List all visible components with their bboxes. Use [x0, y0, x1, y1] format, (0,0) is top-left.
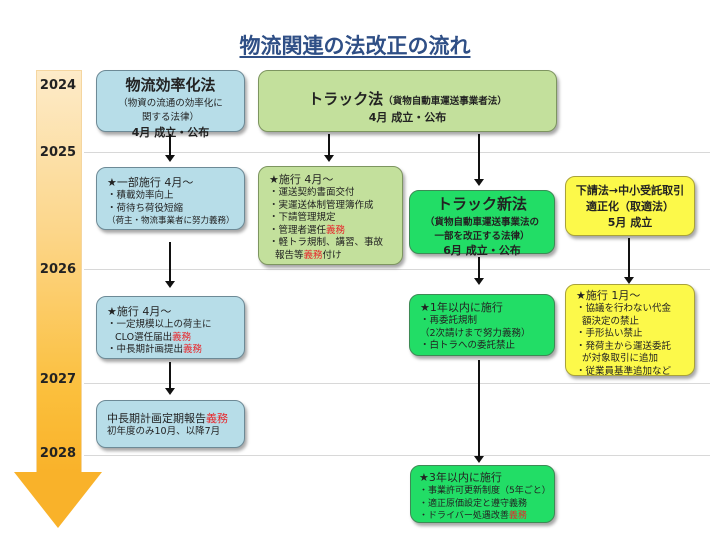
law-full-name: （貨物自動車運送事業法の — [424, 217, 539, 228]
phase-item: （荷主・物流事業者に努力義務） — [107, 216, 235, 226]
year-label: 2026 — [39, 262, 77, 277]
obligation-emphasis: 義務 — [508, 511, 527, 521]
phase-item: 付け — [322, 249, 342, 261]
law-status: 4月 成立・公布 — [131, 126, 210, 139]
flow-arrow — [165, 362, 175, 395]
truck-new-phase2-box: ★3年以内に施行 ・事業許可更新制度（5年ごと） ・適正原価設定と遵守義務 ・ド… — [410, 465, 555, 523]
phase-header: ★1年以内に施行 — [420, 301, 503, 314]
phase-item: ・適正原価設定と遵守義務 — [419, 498, 528, 509]
phase-item: 額決定の禁止 — [582, 315, 640, 327]
phase-item: ・発荷主から運送委託 — [576, 340, 672, 352]
phase-item: （2次請けまで努力義務） — [420, 327, 531, 339]
year-label: 2028 — [39, 446, 77, 461]
phase-item: CLO選任届出 — [115, 331, 173, 343]
timeline-arrow-shaft — [36, 70, 82, 473]
phase-item: ・実運送体制管理簿作成 — [269, 199, 374, 211]
flow-arrow — [474, 360, 484, 463]
obligation-emphasis: 義務 — [183, 344, 203, 355]
phase-item: ・下請管理規定 — [269, 212, 336, 223]
truck-new-phase1-box: ★1年以内に施行 ・再委託規制 （2次請けまで努力義務） ・白トラへの委託禁止 — [409, 294, 555, 356]
phase-item: ・積載効率向上 — [107, 190, 174, 201]
gridline-2028 — [84, 455, 710, 456]
phase-item: 中長期計画定期報告 — [107, 412, 206, 425]
phase-header: ★一部施行 4月～ — [107, 176, 194, 189]
butsuryu-phase2-box: ★施行 4月～ ・一定規模以上の荷主に CLO選任届出義務 ・中長期計画提出義務 — [96, 296, 245, 359]
obligation-emphasis: 義務 — [206, 412, 228, 425]
year-label: 2024 — [39, 78, 77, 93]
year-label: 2025 — [39, 145, 77, 160]
phase-header: ★施行 1月～ — [576, 289, 641, 302]
flow-arrow — [324, 134, 334, 162]
phase-item: ・管理者選任 — [269, 224, 327, 236]
obligation-emphasis: 義務 — [303, 249, 323, 261]
law-status: 6月 成立・公布 — [443, 244, 521, 257]
phase-header: ★施行 4月～ — [269, 173, 334, 186]
phase-item: ・再委託規制 — [420, 315, 478, 326]
flow-arrow — [624, 238, 634, 284]
phase-item: ・従業員基準追加など — [576, 365, 672, 377]
phase-item: ・中長期計画提出 — [107, 344, 184, 355]
phase-item: ・手形払い禁止 — [576, 328, 643, 339]
phase-header: ★3年以内に施行 — [419, 471, 502, 484]
subcontract-phase1-box: ★施行 1月～ ・協議を行わない代金 額決定の禁止 ・手形払い禁止 ・発荷主から… — [565, 284, 695, 377]
law-full-name: （貨物自動車運送事業者法） — [383, 96, 507, 107]
law-status: 5月 成立 — [607, 216, 653, 229]
gridline-2027 — [84, 383, 710, 384]
law-full-name: 一部を改正する法律） — [434, 231, 530, 242]
flow-arrow — [165, 134, 175, 162]
obligation-emphasis: 義務 — [326, 224, 346, 236]
truck-phase1-box: ★施行 4月～ ・運送契約書面交付 ・実運送体制管理簿作成 ・下請管理規定 ・管… — [258, 166, 403, 265]
subcontract-law-box: 下請法→中小受託取引 適正化（取適法） 5月 成立 — [565, 176, 695, 236]
timeline-arrow-head — [14, 472, 102, 528]
butsuryu-phase1-box: ★一部施行 4月～ ・積載効率向上 ・荷待ち荷役短縮 （荷主・物流事業者に努力義… — [96, 167, 245, 230]
phase-item: ・事業許可更新制度（5年ごと） — [419, 486, 551, 496]
law-full-name: （物資の流通の効率化に — [118, 98, 223, 109]
phase-item: ・軽トラ規制、講習、事故 — [269, 237, 384, 248]
gridline-2026 — [84, 269, 710, 270]
year-label: 2027 — [39, 372, 77, 387]
law-full-name: 関する法律） — [141, 112, 199, 123]
law-name: 適正化（取適法） — [586, 200, 674, 213]
title-text: 物流関連の法改正の流れ — [239, 34, 471, 58]
phase-item: 報告等 — [275, 249, 304, 261]
phase-item: ・荷待ち荷役短縮 — [107, 202, 184, 214]
phase-item: が対象取引に追加 — [582, 353, 659, 364]
flow-arrow — [474, 257, 484, 285]
gridline-2025 — [84, 152, 710, 153]
phase-item: ・運送契約書面交付 — [269, 187, 355, 198]
phase-item: ・一定規模以上の荷主に — [107, 319, 212, 330]
law-name: トラック法 — [308, 90, 384, 108]
phase-item: ・ドライバー処遇改善 — [419, 511, 509, 521]
phase-header: ★施行 4月～ — [107, 305, 172, 318]
obligation-emphasis: 義務 — [172, 331, 192, 343]
phase-item: 初年度のみ10月、以降7月 — [107, 426, 221, 437]
truck-law-box: トラック法（貨物自動車運送事業者法） 4月 成立・公布 — [258, 70, 557, 132]
law-name: 下請法→中小受託取引 — [575, 184, 685, 197]
phase-item: ・協議を行わない代金 — [576, 303, 672, 314]
law-name: トラック新法 — [436, 195, 527, 213]
flow-arrow — [165, 242, 175, 288]
butsuryu-law-box: 物流効率化法 （物資の流通の効率化に 関する法律） 4月 成立・公布 — [96, 70, 245, 139]
flow-arrow — [474, 134, 484, 186]
truck-new-law-box: トラック新法 （貨物自動車運送事業法の 一部を改正する法律） 6月 成立・公布 — [409, 190, 555, 257]
page-title: 物流関連の法改正の流れ — [0, 30, 710, 60]
law-name: 物流効率化法 — [125, 76, 216, 94]
phase-item: ・白トラへの委託禁止 — [420, 340, 516, 351]
law-status: 4月 成立・公布 — [368, 111, 447, 124]
butsuryu-phase3-box: 中長期計画定期報告義務 初年度のみ10月、以降7月 — [96, 400, 245, 448]
